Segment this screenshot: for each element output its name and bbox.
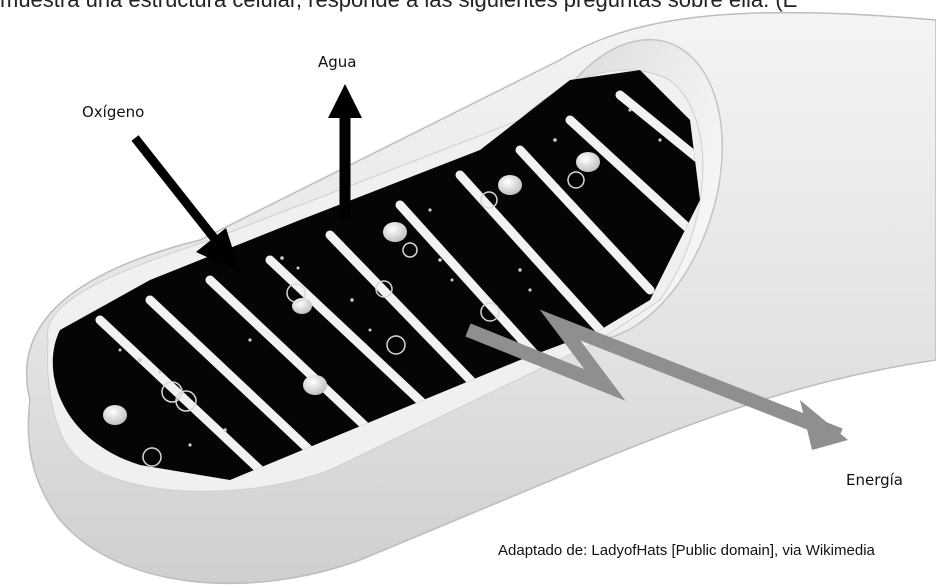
energy-arrowhead xyxy=(800,400,848,450)
label-oxygen: Oxígeno xyxy=(82,103,144,121)
image-credit: Adaptado de: LadyofHats [Public domain],… xyxy=(498,542,875,559)
label-water: Agua xyxy=(318,53,356,71)
label-energy: Energía xyxy=(846,471,903,489)
